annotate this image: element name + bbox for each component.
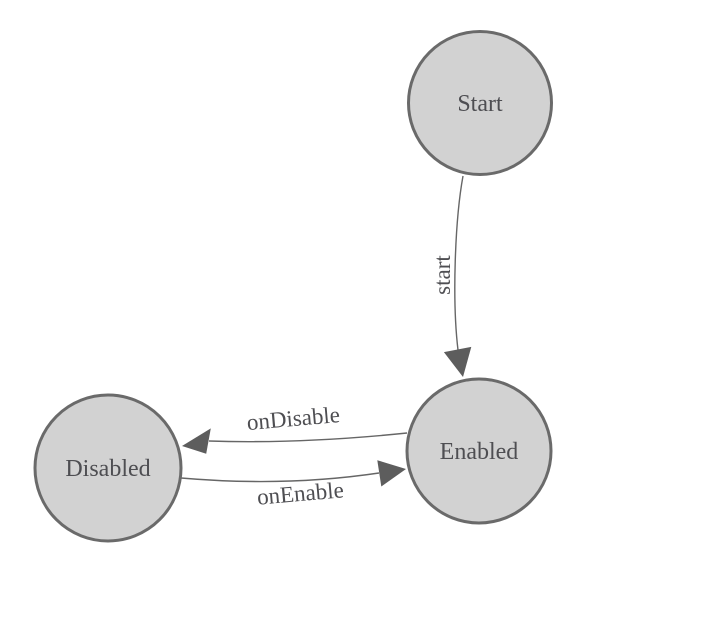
disabled-node-label: Disabled <box>65 456 150 482</box>
edge-ondisable-line <box>208 432 408 443</box>
state-node-enabled: Enabled <box>405 377 553 525</box>
arrowhead-down-icon <box>443 346 472 377</box>
state-node-disabled: Disabled <box>33 393 183 543</box>
edge-label-ondisable: onDisable <box>246 402 341 435</box>
edge-enabled-to-disabled: onDisable <box>182 402 408 454</box>
disabled-node-circle <box>33 393 183 543</box>
start-node-circle <box>407 30 553 176</box>
arrowhead-left-icon <box>182 428 211 454</box>
edge-disabled-to-enabled: onEnable <box>180 460 406 510</box>
edge-onenable-line <box>180 472 380 483</box>
enabled-node-circle <box>405 377 553 525</box>
start-node-label: Start <box>457 91 503 117</box>
state-node-start: Start <box>407 30 553 176</box>
edge-label-start: start <box>430 255 455 295</box>
edge-start-line <box>454 175 464 351</box>
arrowhead-right-icon <box>377 460 406 487</box>
edge-start-to-enabled: start <box>430 175 472 377</box>
enabled-node-label: Enabled <box>440 439 519 465</box>
